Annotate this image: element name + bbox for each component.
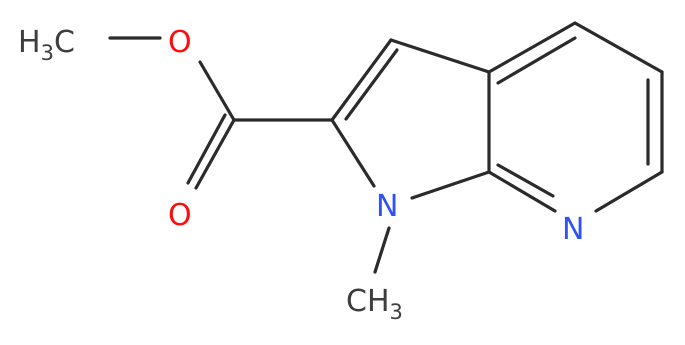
bond-c7a-n1 (410, 170, 491, 200)
bond-n1-methyl (373, 226, 391, 274)
bond-n7-c7a-inner (496, 163, 555, 198)
bond-o-carbonyl (198, 60, 236, 122)
methyl-ester-label: H3C (18, 25, 75, 65)
bond-carbonyl-double-a (194, 118, 236, 190)
bond-c3a-c4-inner (496, 36, 577, 85)
pyridine-nitrogen-label: N (562, 212, 584, 247)
bond-n7-c7a (487, 170, 557, 213)
bond-n1-c2 (330, 118, 376, 188)
bond-c2-c3-inner (344, 48, 399, 121)
bond-c3a-c4 (487, 21, 577, 74)
bond-carbonyl-double-b (186, 113, 227, 185)
bond-c3-c3a (389, 38, 491, 74)
n-methyl-label: CH3 (346, 284, 403, 324)
bond-c4-c5 (573, 21, 664, 74)
bonds (108, 21, 664, 274)
pyrrole-nitrogen-label: N (376, 189, 398, 224)
ether-oxygen-label: O (168, 25, 192, 60)
bond-c6-n7 (594, 170, 664, 213)
carbonyl-oxygen-label: O (168, 198, 192, 233)
bond-c2-c3 (330, 38, 393, 122)
